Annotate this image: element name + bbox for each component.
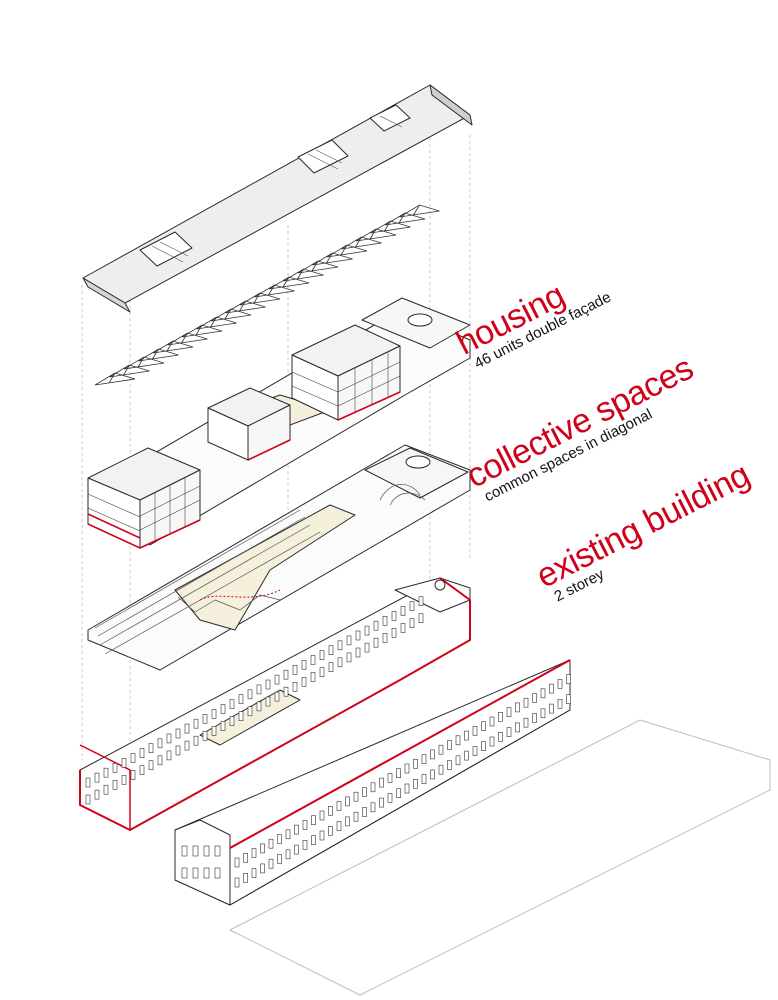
south-wing-roofline [229,659,571,849]
roof-back-slope [82,84,471,304]
south-wing-gable [174,819,231,906]
housing-layer [87,297,471,549]
north-wing-outline [79,577,471,831]
building-windows [85,596,571,888]
roof-layer [82,84,473,313]
existing-building-layer [79,577,771,996]
roof-trusses [94,204,440,386]
site-outline [229,719,771,996]
collective-spaces-layer [87,444,471,671]
roof-front-slope [82,277,131,313]
roof-dormers [139,104,411,267]
